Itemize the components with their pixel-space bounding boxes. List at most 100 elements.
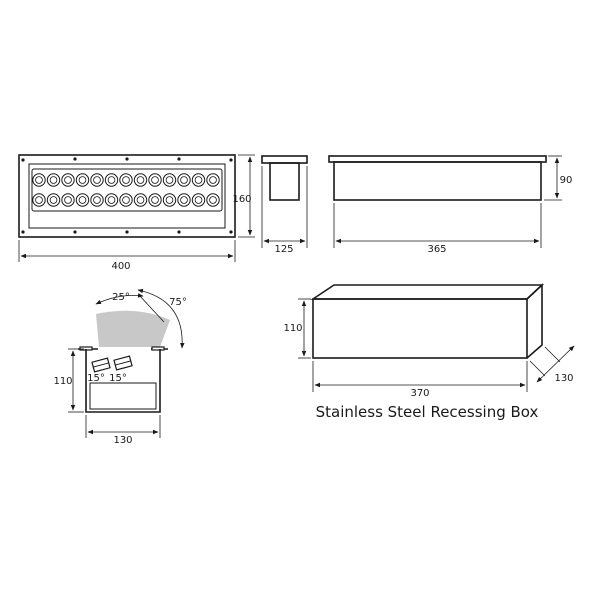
screw — [177, 157, 181, 161]
led-lens — [75, 193, 90, 207]
led-lens — [90, 173, 104, 187]
led-lens — [177, 173, 191, 187]
screw — [73, 230, 77, 234]
front-width-label: 400 — [111, 261, 130, 272]
led-lens — [206, 193, 220, 207]
led-lens-inner — [49, 196, 58, 204]
led-lens-inner — [93, 176, 101, 184]
led-lens — [133, 173, 148, 187]
led-lens — [61, 173, 75, 187]
top-height-label: 90 — [560, 175, 573, 186]
led-lens-inner — [136, 196, 145, 204]
led-lens-inner — [35, 176, 43, 184]
led-lens — [46, 193, 61, 207]
led-lens-inner — [136, 176, 145, 184]
led-lens-inner — [64, 176, 72, 184]
led-lens — [46, 173, 61, 187]
section-width-label: 130 — [113, 435, 132, 446]
iso-top-face — [310, 284, 545, 300]
top-width-label: 365 — [427, 244, 446, 255]
led-lens-inner — [35, 196, 43, 204]
section-view: 25° 75° 15° 15° 110 130 — [53, 288, 187, 446]
side-body — [269, 162, 300, 201]
iso-length-label: 370 — [410, 388, 429, 399]
led-lens-inner — [78, 176, 87, 184]
led-lens — [90, 193, 104, 207]
led-lens — [133, 193, 148, 207]
led-lens-inner — [107, 176, 116, 184]
led-lens — [32, 193, 46, 207]
screw — [21, 230, 25, 234]
swing-arc — [137, 288, 185, 349]
iso-front-face — [312, 298, 528, 359]
led-lens-inner — [165, 196, 174, 204]
front-inner-frame — [28, 163, 226, 229]
screw — [229, 158, 233, 162]
led-lens — [177, 193, 191, 207]
led-lens-inner — [151, 176, 159, 184]
led-lens — [104, 173, 119, 187]
screw — [125, 157, 129, 161]
led-lens-inner — [165, 176, 174, 184]
led-lens — [75, 173, 90, 187]
led-lens-inner — [194, 196, 203, 204]
fixture-left — [91, 357, 111, 373]
top-flange — [328, 155, 547, 163]
led-lens — [119, 193, 133, 207]
led-lens-inner — [122, 196, 130, 204]
led-lens-inner — [78, 196, 87, 204]
led-lens — [104, 193, 119, 207]
screw — [73, 157, 77, 161]
iso-depth-dimension-line — [536, 345, 575, 383]
fixture-right-label: 15° — [109, 373, 127, 384]
drawing-title: Stainless Steel Recessing Box — [316, 403, 539, 421]
led-lens-inner — [180, 176, 188, 184]
screw — [125, 230, 129, 234]
tilt-label: 25° — [112, 292, 130, 303]
led-lens — [191, 173, 206, 187]
led-lens — [162, 193, 177, 207]
led-lens — [148, 193, 162, 207]
led-lens-inner — [107, 196, 116, 204]
led-lens — [162, 173, 177, 187]
front-view: 400 160 — [18, 154, 255, 272]
led-lens — [61, 193, 75, 207]
side-width-label: 125 — [274, 244, 293, 255]
fixture-right — [113, 355, 133, 371]
fixture-left-label: 15° — [87, 373, 105, 384]
led-lens — [148, 173, 162, 187]
front-height-label: 160 — [232, 194, 251, 205]
led-lens-inner — [122, 176, 130, 184]
top-view: 365 90 — [328, 155, 573, 255]
led-lens-inner — [209, 176, 217, 184]
front-outer-frame — [18, 154, 236, 238]
led-lens-inner — [180, 196, 188, 204]
led-lens — [119, 173, 133, 187]
led-lens — [32, 173, 46, 187]
led-lens-inner — [93, 196, 101, 204]
led-lens-inner — [49, 176, 58, 184]
iso-depth-label: 130 — [554, 373, 573, 384]
iso-height-label: 110 — [283, 323, 302, 334]
swing-label: 75° — [169, 297, 187, 308]
iso-side-face — [526, 283, 543, 359]
led-lens-inner — [64, 196, 72, 204]
iso-view: 110 370 130 — [283, 283, 575, 399]
led-lens-inner — [194, 176, 203, 184]
led-lens — [206, 173, 220, 187]
mounting-screws — [21, 157, 233, 234]
screw — [229, 230, 233, 234]
screw — [21, 158, 25, 162]
section-housing — [85, 349, 161, 413]
screw — [177, 230, 181, 234]
led-lens — [191, 193, 206, 207]
top-body — [333, 161, 542, 201]
led-grid — [32, 173, 220, 207]
led-lens-inner — [151, 196, 159, 204]
section-height-label: 110 — [53, 376, 72, 387]
side-flange — [261, 155, 308, 164]
section-base-block — [89, 382, 157, 410]
front-led-panel — [31, 168, 223, 212]
side-view: 125 — [261, 155, 308, 255]
